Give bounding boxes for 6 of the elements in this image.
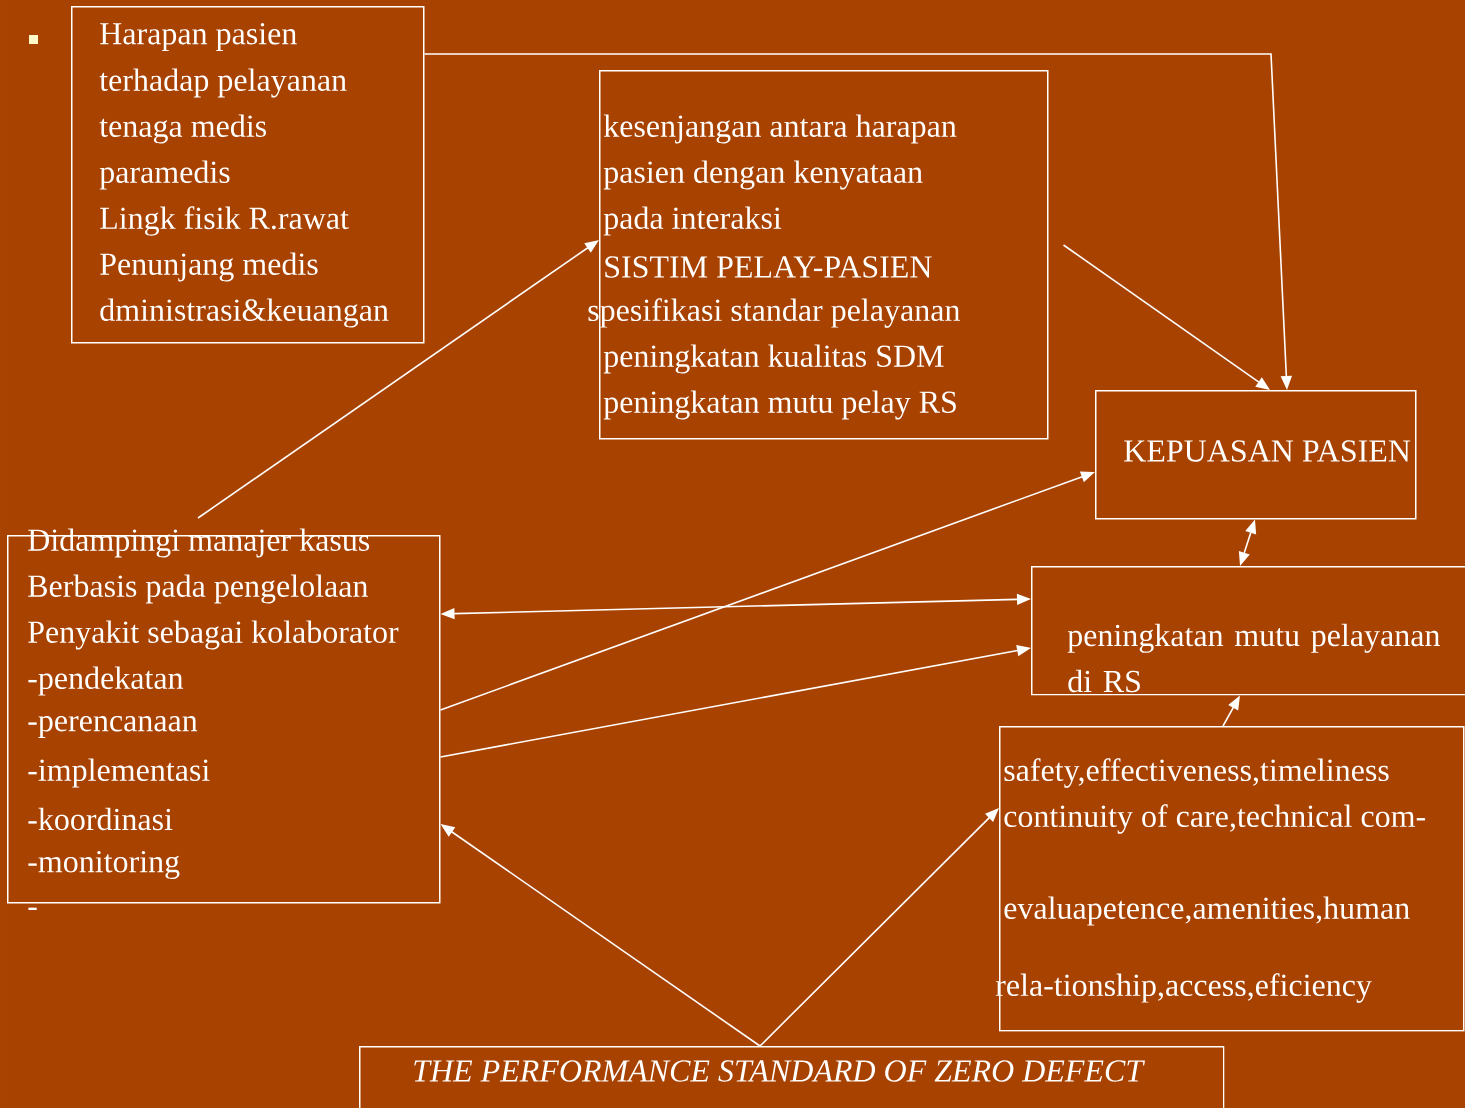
text-box: THE PERFORMANCE STANDARD OF ZERO DEFECT: [359, 1046, 1225, 1108]
arrow: [759, 808, 999, 1047]
text-box: KEPUASAN PASIEN: [1095, 390, 1417, 520]
text-box: peningkatan mutu pelayanan di RS: [1031, 566, 1465, 696]
text-box: Harapan pasien terhadap pelayanan tenaga medis paramedis Lingk fisik R.rawat Penunjang medis dministrasi&keuangan: [71, 6, 425, 344]
dash-text: -: [28, 907, 37, 911]
